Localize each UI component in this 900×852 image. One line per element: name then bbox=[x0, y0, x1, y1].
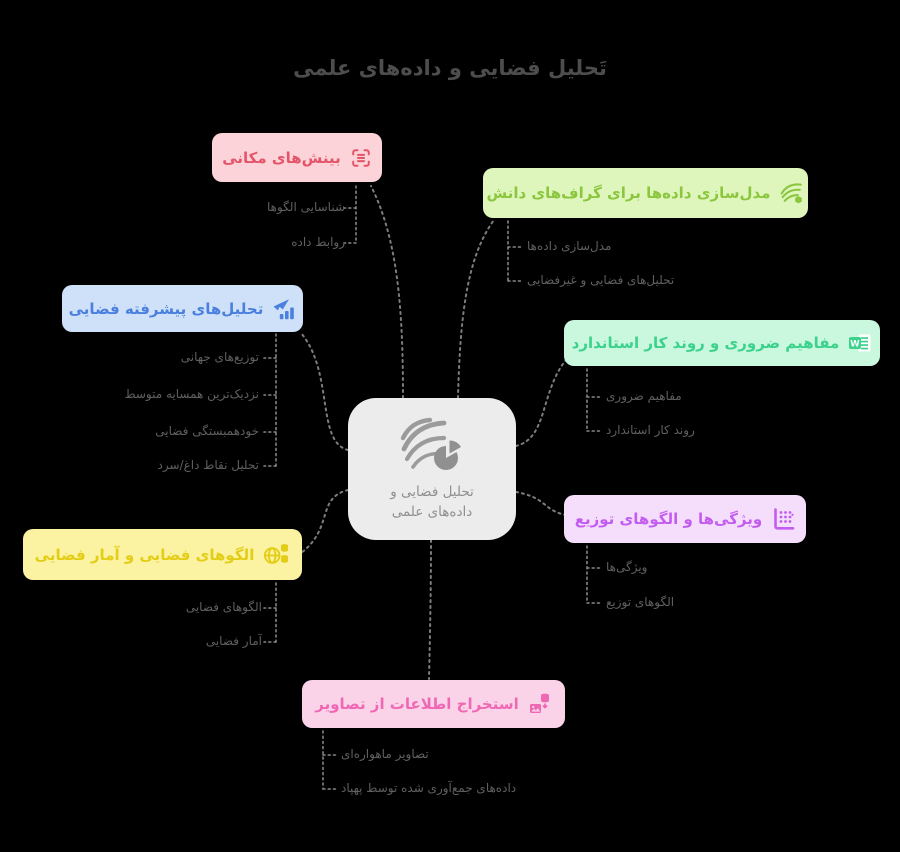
child-spatial-autocorrelation[interactable]: خودهمبستگی فضایی bbox=[155, 424, 259, 438]
scan-layers-icon bbox=[350, 147, 372, 169]
scatter-plot-icon bbox=[771, 507, 795, 531]
image-database-icon bbox=[528, 692, 552, 716]
child-data-modeling[interactable]: مدل‌سازی داده‌ها bbox=[527, 239, 612, 253]
child-spatial-statistics[interactable]: آمار فضایی bbox=[205, 634, 262, 648]
node-label: تحلیل‌های پیشرفته فضایی bbox=[68, 299, 264, 318]
child-average-nearest-neighbor[interactable]: نزدیک‌ترین همسایه متوسط bbox=[124, 387, 259, 401]
node-label: مفاهیم ضروری و روند کار استاندارد bbox=[571, 334, 840, 352]
child-spatial-nonspatial-analyses[interactable]: تحلیل‌های فضایی و غیرفضایی bbox=[527, 273, 675, 287]
child-global-distributions[interactable]: توزیع‌های جهانی bbox=[180, 350, 259, 364]
word-document-icon: W bbox=[848, 331, 872, 355]
svg-text:W: W bbox=[851, 339, 861, 349]
node-label: الگوهای فضایی و آمار فضایی bbox=[34, 545, 255, 564]
node-concepts-workflow[interactable]: W مفاهیم ضروری و روند کار استاندارد bbox=[564, 320, 880, 366]
node-center-root[interactable]: تحلیل فضایی و داده‌های علمی bbox=[348, 398, 516, 540]
page-title: تَحلیل فضایی و داده‌های علمی bbox=[293, 56, 607, 80]
center-label-line2: داده‌های علمی bbox=[391, 504, 473, 520]
chart-plane-icon bbox=[272, 297, 296, 321]
node-spatial-insights[interactable]: بینش‌های مکانی bbox=[212, 133, 382, 182]
child-satellite-images[interactable]: تصاویر ماهواره‌ای bbox=[341, 747, 429, 761]
node-image-information-extraction[interactable]: استخراج اطلاعات از تصاویر bbox=[302, 680, 565, 728]
node-label: ویژگی‌ها و الگوهای توزیع bbox=[574, 510, 763, 528]
child-drone-collected-data[interactable]: داده‌های جمع‌آوری شده توسط پهپاد bbox=[341, 781, 517, 795]
child-essential-concepts[interactable]: مفاهیم ضروری bbox=[606, 389, 682, 403]
node-features-distribution[interactable]: ویژگی‌ها و الگوهای توزیع bbox=[564, 495, 806, 543]
center-label-line1: تحلیل فضایی و bbox=[390, 483, 474, 500]
node-advanced-spatial-analyses[interactable]: تحلیل‌های پیشرفته فضایی bbox=[62, 285, 303, 332]
globe-database-icon bbox=[263, 542, 290, 567]
child-features[interactable]: ویژگی‌ها bbox=[606, 560, 648, 574]
node-spatial-patterns-statistics[interactable]: الگوهای فضایی و آمار فضایی bbox=[23, 529, 302, 580]
child-pattern-recognition[interactable]: شناسایی الگوها bbox=[267, 200, 345, 214]
child-standard-workflow[interactable]: روند کار استاندارد bbox=[606, 423, 695, 437]
node-label: بینش‌های مکانی bbox=[222, 148, 341, 167]
swirl-pie-icon bbox=[396, 416, 468, 474]
child-spatial-patterns[interactable]: الگوهای فضایی bbox=[185, 600, 262, 614]
flow-cube-icon bbox=[779, 181, 804, 206]
node-label: مدل‌سازی داده‌ها برای گراف‌های دانش bbox=[486, 184, 771, 202]
child-hot-cold-spot-analysis[interactable]: تحلیل نقاط داغ/سرد bbox=[157, 458, 259, 472]
child-data-relations[interactable]: روابط داده bbox=[291, 235, 345, 249]
child-distribution-patterns[interactable]: الگوهای توزیع bbox=[606, 595, 675, 609]
node-knowledge-graphs[interactable]: مدل‌سازی داده‌ها برای گراف‌های دانش bbox=[483, 168, 808, 218]
center-label: تحلیل فضایی و داده‌های علمی bbox=[390, 482, 474, 523]
node-label: استخراج اطلاعات از تصاویر bbox=[315, 695, 519, 713]
